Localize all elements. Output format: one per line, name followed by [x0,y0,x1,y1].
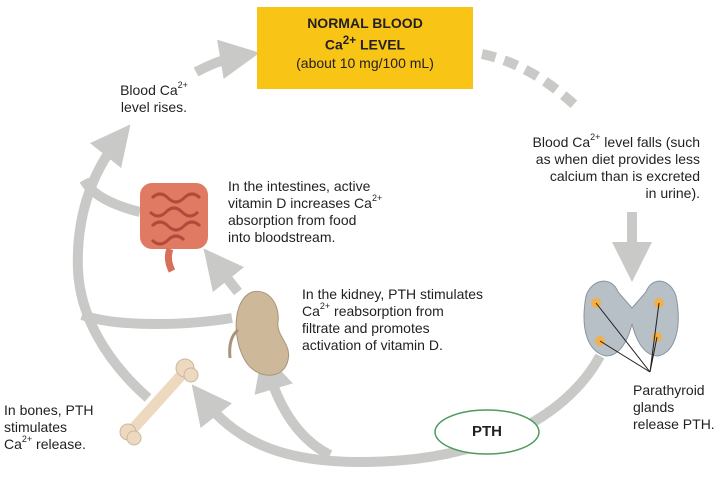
label-kidney: In the kidney, PTH stimulates Ca2+ reabs… [302,286,484,353]
intestine-illustration [140,183,208,273]
label-fall: Blood Ca2+ level falls (such as when die… [532,132,700,201]
normal-range: (about 10 mg/100 mL) [296,54,434,71]
label-parathyroid: Parathyroid glands release PTH. [633,382,715,432]
label-rise: Blood Ca2+ level rises. [120,80,188,115]
parathyroid-illustration [583,280,679,373]
arrow-left-loop [72,124,152,402]
label-bones: In bones, PTH stimulates Ca2+ release. [4,402,94,452]
pth-oval [434,409,540,455]
normal-calcium-box: NORMAL BLOOD Ca2+ LEVEL (about 10 mg/100… [257,7,473,89]
arrow-pth-to-kidney [254,350,333,460]
pth-label: PTH [472,423,502,440]
arrow-kidney-feed [80,310,233,329]
arrow-to-normal [193,39,260,80]
arrow-dashed-fall [480,49,582,112]
bone-illustration [119,358,199,446]
normal-title-line2: Ca2+ LEVEL [324,34,406,53]
arrow-pth-to-bone [191,353,605,468]
normal-title-line1: NORMAL BLOOD [307,15,423,31]
label-intestine: In the intestines, active vitamin D incr… [228,178,383,245]
kidney-illustration [228,290,290,376]
arrow-intestine-feed [79,177,142,217]
arrow-kidney-to-intestine [203,248,245,296]
